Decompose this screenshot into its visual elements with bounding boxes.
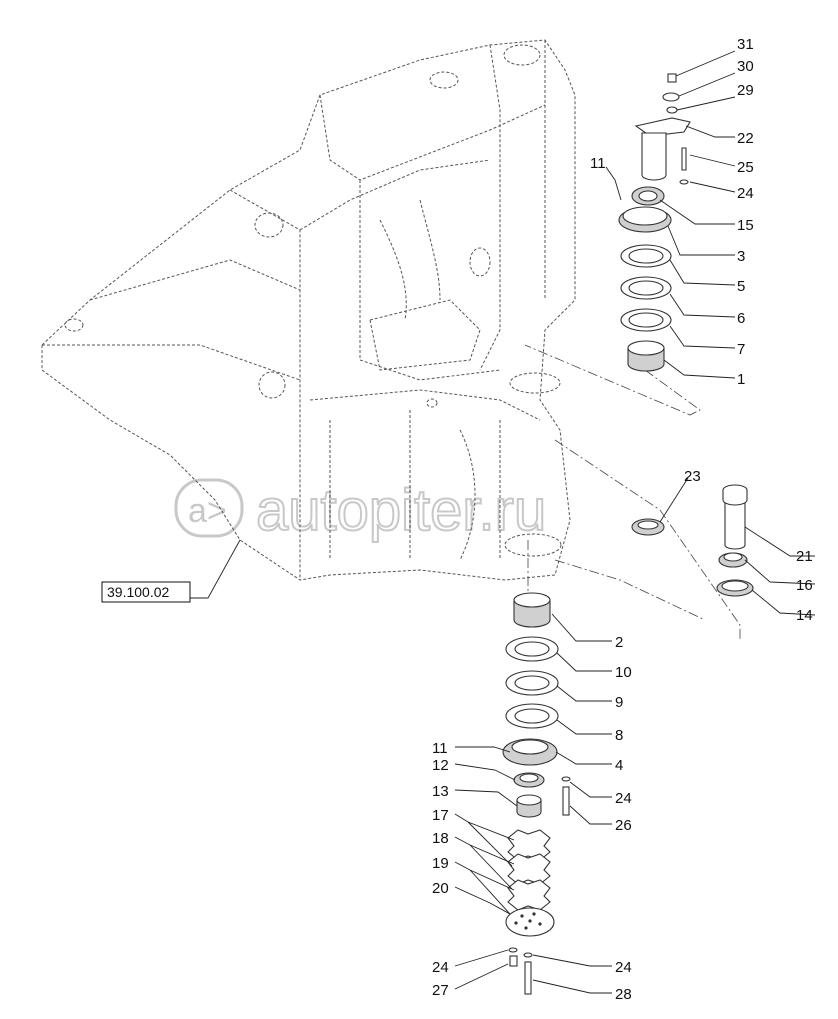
washer-30 <box>662 92 680 102</box>
callout-13[interactable]: 13 <box>432 783 449 800</box>
callout-16[interactable]: 16 <box>796 577 813 594</box>
centre-lines <box>524 344 741 640</box>
washer-24b <box>561 776 571 782</box>
svg-text:a>: a> <box>188 492 227 530</box>
callout-14[interactable]: 14 <box>796 607 813 624</box>
callout-28[interactable]: 28 <box>615 986 632 1003</box>
bolt-27 <box>509 955 518 967</box>
loader-front-frame <box>41 39 576 581</box>
callout-27[interactable]: 27 <box>432 982 449 999</box>
callout-24-lower-right[interactable]: 24 <box>615 959 632 976</box>
watermark-text: autopiter.ru <box>256 478 546 543</box>
callout-11-upper[interactable]: 11 <box>590 155 606 172</box>
washer-29 <box>666 106 678 114</box>
upper-pin-stack <box>618 73 691 372</box>
middle-right-parts <box>631 484 754 597</box>
callout-9[interactable]: 9 <box>615 694 623 711</box>
pin-22 <box>641 132 667 181</box>
bolt-26 <box>562 786 570 816</box>
reference-box[interactable]: 39.100.02 <box>101 539 241 603</box>
callout-12[interactable]: 12 <box>432 757 449 774</box>
shim-17 <box>507 829 551 861</box>
callout-25[interactable]: 25 <box>737 159 754 176</box>
callout-22[interactable]: 22 <box>737 130 754 147</box>
callout-17[interactable]: 17 <box>432 807 449 824</box>
reference-label: 39.100.02 <box>107 584 169 600</box>
callout-24-lower-left[interactable]: 24 <box>432 959 449 976</box>
watermark: a> autopiter.ru <box>174 477 547 544</box>
washer-24c <box>508 947 518 953</box>
bolt-25 <box>681 147 687 171</box>
callout-26[interactable]: 26 <box>615 817 632 834</box>
callout-1[interactable]: 1 <box>737 371 745 388</box>
callout-15[interactable]: 15 <box>737 217 754 234</box>
callout-numbers: 31 30 29 22 25 24 11 15 3 5 6 7 1 23 21 … <box>432 36 813 1003</box>
pin-21 <box>724 497 746 550</box>
callout-7[interactable]: 7 <box>737 341 745 358</box>
callout-23[interactable]: 23 <box>684 468 701 485</box>
callout-6[interactable]: 6 <box>737 310 745 327</box>
washer-24d <box>523 952 533 958</box>
shim-18 <box>507 853 551 885</box>
callout-24-upper[interactable]: 24 <box>737 185 754 202</box>
bushing-2 <box>513 599 551 628</box>
callout-4[interactable]: 4 <box>615 757 623 774</box>
callout-31[interactable]: 31 <box>737 36 754 53</box>
washer-24a <box>679 179 689 185</box>
callout-18[interactable]: 18 <box>432 830 449 847</box>
leader-lines <box>454 50 816 994</box>
callout-30[interactable]: 30 <box>737 58 754 75</box>
callout-29[interactable]: 29 <box>737 82 754 99</box>
callout-10[interactable]: 10 <box>615 664 632 681</box>
callout-20[interactable]: 20 <box>432 880 449 897</box>
bolt-28 <box>524 961 532 995</box>
callout-24-mid[interactable]: 24 <box>615 790 632 807</box>
bolt-31 <box>667 73 677 83</box>
lower-stack <box>502 592 571 995</box>
callout-3[interactable]: 3 <box>737 248 745 265</box>
callout-21[interactable]: 21 <box>796 548 813 565</box>
callout-8[interactable]: 8 <box>615 727 623 744</box>
callout-11-lower[interactable]: 11 <box>432 740 448 757</box>
callout-5[interactable]: 5 <box>737 278 745 295</box>
shim-19 <box>507 879 551 911</box>
callout-19[interactable]: 19 <box>432 855 449 872</box>
callout-2[interactable]: 2 <box>615 634 623 651</box>
